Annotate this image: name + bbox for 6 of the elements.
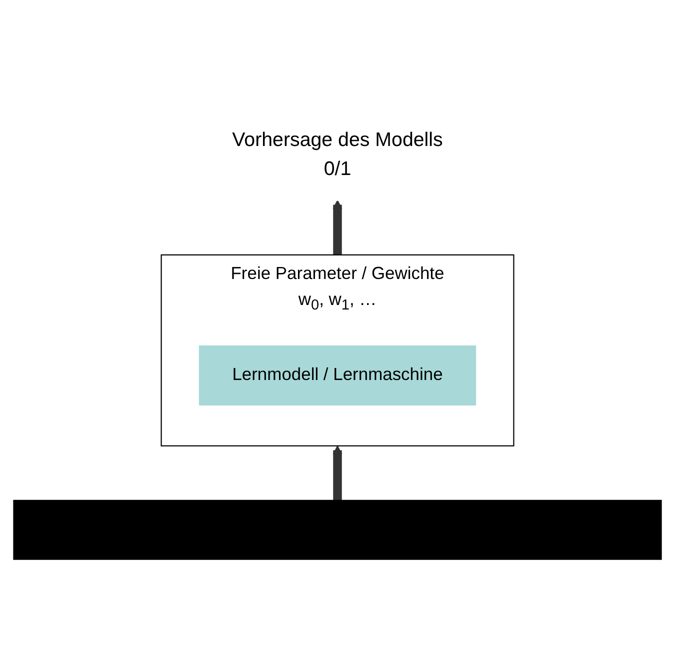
arrow [332,445,342,500]
cluster [160,254,514,446]
node-box [198,345,476,406]
node-text: Vorhersage des Modells 0/1 [232,128,443,180]
diagram: Vorhersage des Modells 0/1 Freie Parameter / Gewichte w$_{0}$, w$_{1}$, … Lernmodell / Lernmaschine [5,4,670,664]
arrow [332,200,342,255]
